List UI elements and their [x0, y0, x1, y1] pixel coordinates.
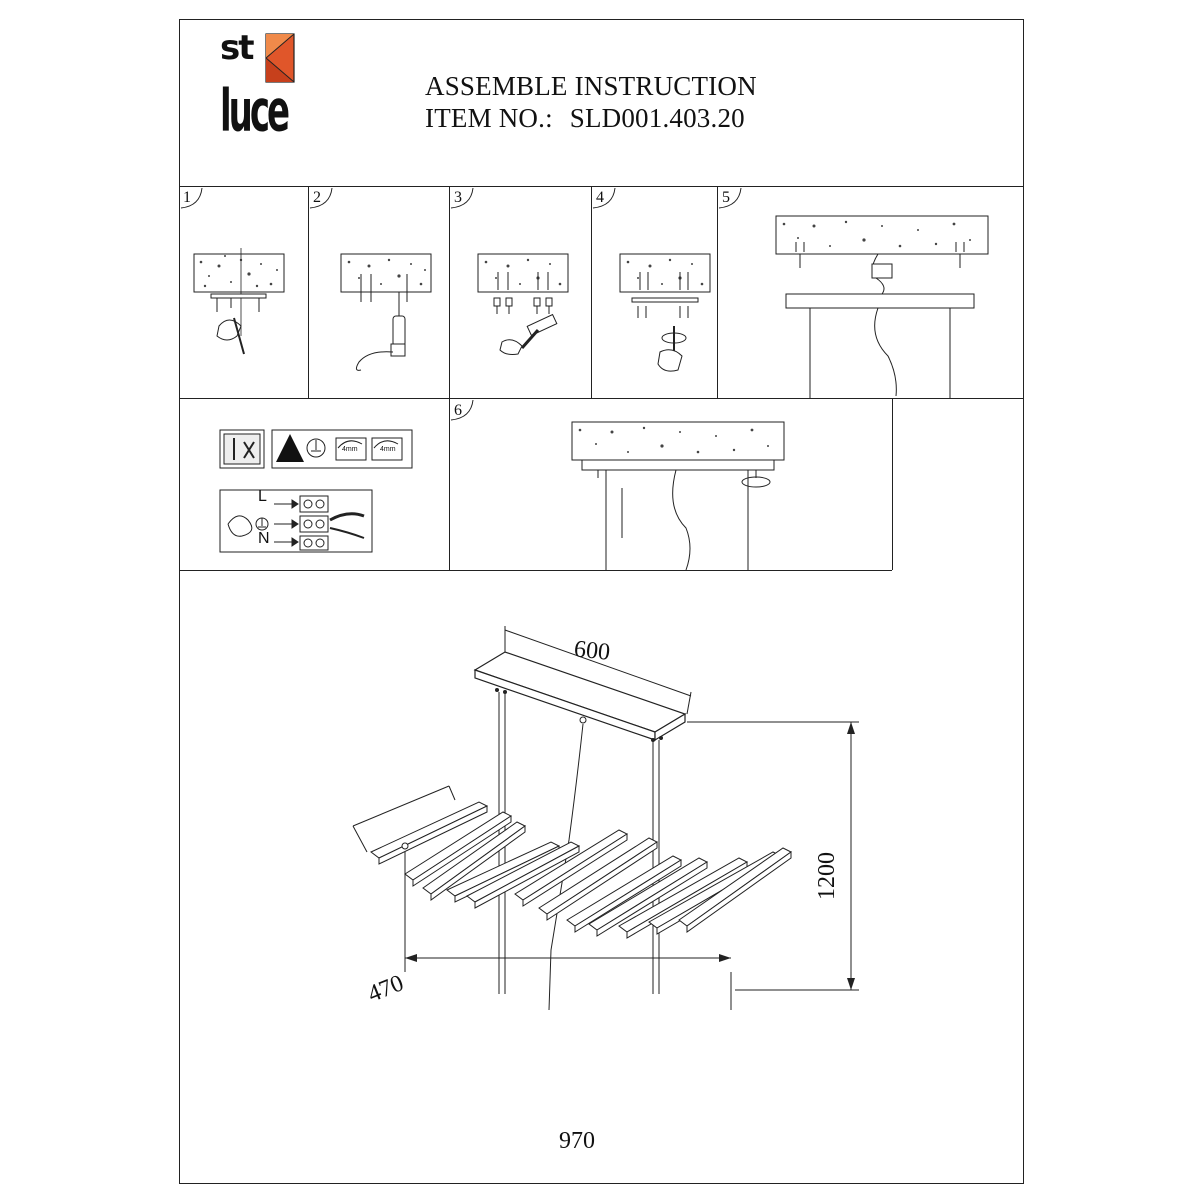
brand-line2: luce	[220, 78, 290, 146]
brand-line1: st	[220, 28, 254, 68]
step-1-number: 1	[183, 189, 191, 206]
step-5-illustration	[775, 215, 989, 398]
step-2-illustration	[340, 253, 432, 371]
instruction-sheet	[179, 19, 1024, 1184]
step-6-number: 6	[454, 402, 462, 419]
brand-mark-icon	[265, 33, 295, 83]
step-3-number: 3	[454, 189, 462, 206]
divider-steps-row1	[179, 398, 1024, 399]
neutral-label: N	[258, 530, 270, 547]
divider-steps-row2	[179, 570, 892, 571]
item-prefix: ITEM NO.:	[425, 103, 553, 133]
step-3-illustration	[477, 253, 569, 355]
step-5-number: 5	[722, 189, 730, 206]
warning-label-1: 4mm	[342, 446, 358, 453]
dimension-canopy-length: 600	[572, 636, 612, 666]
dimension-height: 1200	[814, 852, 840, 900]
dimension-length: 970	[559, 1128, 595, 1154]
divider-step4	[717, 186, 718, 398]
safety-icons	[219, 429, 413, 553]
step-4-number: 4	[596, 189, 604, 206]
divider-step2	[449, 186, 450, 570]
step-6-illustration	[571, 421, 785, 571]
divider-step1	[308, 186, 309, 398]
divider-step6	[892, 398, 893, 570]
warning-triangle-icon	[276, 434, 304, 462]
brand-logo: st luce	[214, 28, 295, 146]
step-1-illustration	[193, 248, 285, 355]
divider-step3	[591, 186, 592, 398]
step-2-number: 2	[313, 189, 321, 206]
step-corner-arcs	[180, 187, 742, 421]
item-number: SLD001.403.20	[569, 103, 745, 133]
page-title: ASSEMBLE INSTRUCTION	[425, 71, 757, 101]
warning-label-2: 4mm	[380, 446, 396, 453]
live-label: L	[258, 488, 267, 505]
item-number-line: ITEM NO.: SLD001.403.20	[425, 102, 745, 134]
divider-header	[179, 186, 1024, 187]
step-4-illustration	[619, 253, 711, 372]
dimension-drawing	[352, 626, 859, 1011]
